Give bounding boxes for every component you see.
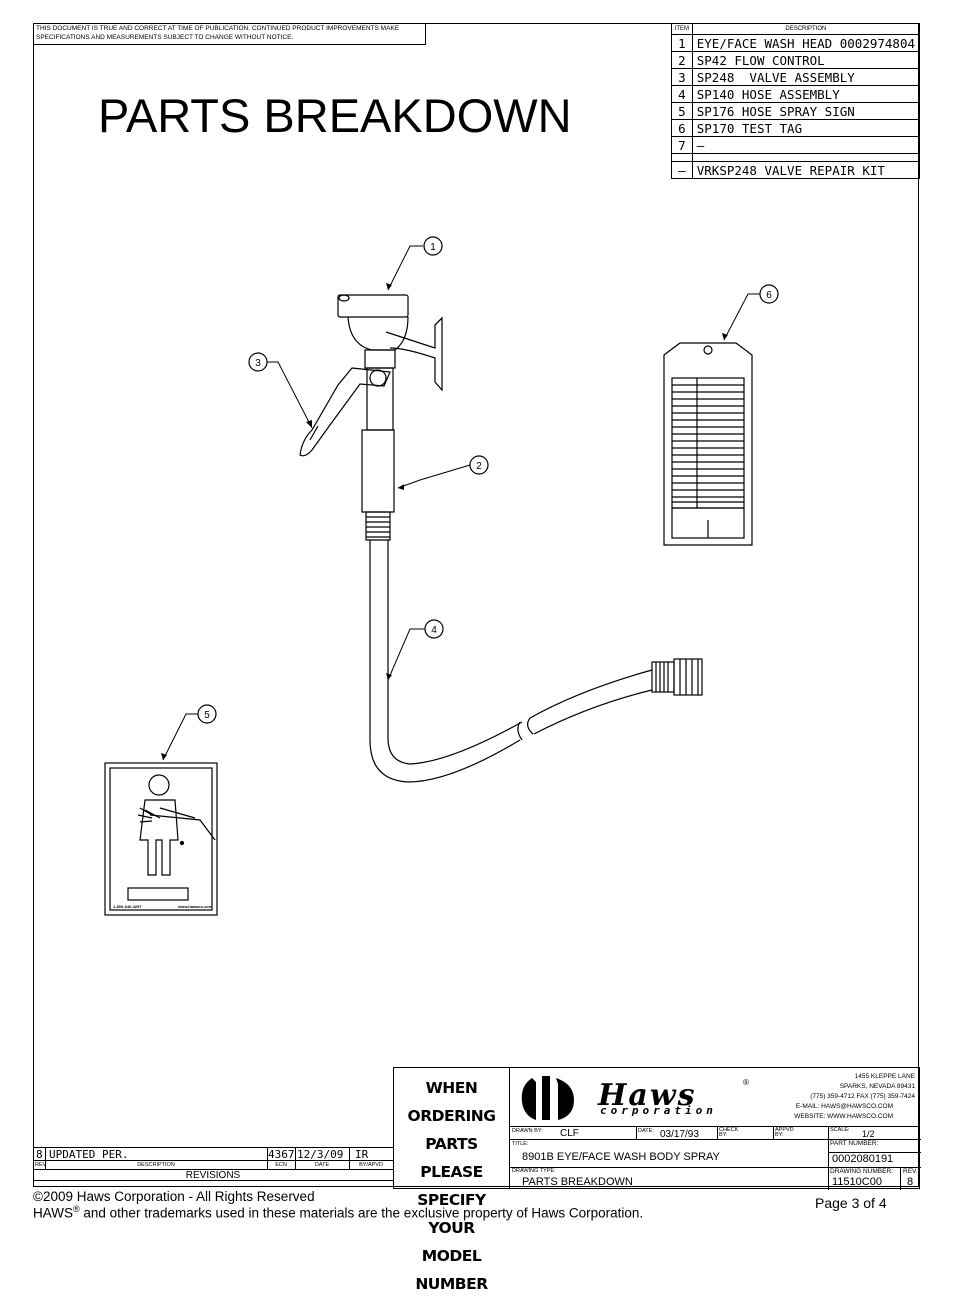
- trademark-notice: HAWS® and other trademarks used in these…: [33, 1204, 643, 1221]
- drawing-number: 11510C00: [832, 1176, 882, 1188]
- title-label: TITLE:: [512, 1141, 529, 1147]
- part-number: 0002080191: [832, 1153, 894, 1165]
- page-title: PARTS BREAKDOWN: [98, 89, 572, 142]
- order-note-line: WHEN ORDERING: [407, 1079, 496, 1125]
- sign-web: www.hawsco.com: [177, 904, 213, 909]
- drawing-frame: [33, 23, 919, 1187]
- order-note-line: PARTS PLEASE: [420, 1135, 483, 1181]
- valve-assembly: [299, 349, 396, 457]
- item-description: —: [691, 136, 921, 154]
- test-tag: [663, 342, 753, 546]
- copyright: ©2009 Haws Corporation - All Rights Rese…: [33, 1189, 315, 1204]
- arrowheads: [161, 283, 728, 760]
- rev-date: 12/3/09: [297, 1148, 344, 1161]
- scale-label: SCALE:: [830, 1127, 850, 1133]
- rev-header: REV: [35, 1162, 47, 1168]
- description-header: DESCRIPTION: [137, 1162, 175, 1168]
- leader-lines: [162, 245, 760, 761]
- callout-label: 2: [476, 461, 482, 472]
- order-note-line: SPECIFY YOUR: [417, 1191, 486, 1237]
- title-block: DRAWN BY: CLF DATE: 03/17/93 CHECK BY: A…: [509, 1126, 921, 1190]
- drawing-title: 8901B EYE/FACE WASH BODY SPRAY: [522, 1151, 720, 1163]
- check-label: CHECK BY:: [719, 1127, 739, 1138]
- company-block: Haws ® corporation 1455 KLEPPE LANE SPAR…: [509, 1067, 920, 1127]
- flow-control: [361, 429, 395, 541]
- ecn-header: ECN: [275, 1162, 287, 1168]
- callout-5: [197, 704, 217, 724]
- rev-ecn: 4367: [268, 1148, 295, 1161]
- drawing-type: PARTS BREAKDOWN: [522, 1176, 633, 1188]
- trademark-brand: HAWS: [33, 1205, 73, 1221]
- rev-description: UPDATED PER.: [49, 1148, 129, 1161]
- revisions-block: 8 UPDATED PER. 4367 12/3/09 IR REV DESCR…: [33, 1147, 393, 1187]
- drawn-by-label: DRAWN BY:: [512, 1128, 543, 1134]
- drawing-type-label: DRAWING TYPE:: [512, 1168, 556, 1174]
- company-email: E-MAIL: HAWS@HAWSCO.COM: [795, 1103, 893, 1110]
- callout-label: 6: [766, 290, 772, 301]
- revisions-caption: REVISIONS: [185, 1170, 241, 1181]
- company-website: WEBSITE: WWW.HAWSCO.COM: [794, 1113, 893, 1120]
- scale-value: 1/2: [862, 1129, 875, 1139]
- rev-number: 8: [36, 1148, 43, 1161]
- parts-drawing: 1 2 3 4 5 6 1-800-640-4297 www.hawsco.co…: [104, 236, 779, 916]
- rev-value: 8: [907, 1176, 914, 1188]
- disclaimer-notice: THIS DOCUMENT IS TRUE AND CORRECT AT TIM…: [33, 23, 426, 45]
- address-line: 1455 KLEPPE LANE: [854, 1073, 915, 1080]
- date-header: DATE: [314, 1162, 330, 1168]
- company-phone: (775) 359-4712 FAX (775) 359-7424: [810, 1093, 915, 1100]
- rev-by: IR: [355, 1148, 369, 1161]
- registered-mark: ®: [73, 1204, 80, 1214]
- parts-row: 7—: [671, 136, 921, 154]
- part-number-label: PART NUMBER:: [830, 1140, 879, 1147]
- haws-logo-mark: [521, 1076, 574, 1120]
- order-note-line: MODEL NUMBER: [415, 1247, 488, 1293]
- date-value: 03/17/93: [660, 1129, 699, 1140]
- callout-1: [423, 236, 443, 256]
- logo-subtitle: corporation: [600, 1104, 717, 1117]
- trademark-text: and other trademarks used in these mater…: [79, 1205, 644, 1221]
- order-note: WHEN ORDERING PARTS PLEASE SPECIFY YOUR …: [393, 1067, 510, 1293]
- date-label: DATE:: [638, 1128, 654, 1134]
- company-address: 1455 KLEPPE LANE SPARKS, NEVADA 89431 (7…: [755, 1072, 915, 1122]
- logo-word: Haws: [598, 1078, 697, 1113]
- sign-phone: 1-800-640-4297: [113, 904, 142, 909]
- page-number: Page 3 of 4: [815, 1195, 887, 1211]
- callout-label: 1: [430, 242, 436, 253]
- by-header: BY/APVD: [359, 1162, 383, 1168]
- hose-spray-sign: [104, 762, 218, 916]
- address-line: SPARKS, NEVADA 89431: [839, 1083, 915, 1090]
- callout-3: [248, 352, 268, 372]
- drawing-number-label: DRAWING NUMBER:: [830, 1168, 893, 1175]
- item-description: VRKSP248 VALVE REPAIR KIT: [691, 161, 921, 179]
- callout-6: [759, 284, 779, 304]
- hose-assembly: [369, 540, 703, 783]
- callout-2: [469, 455, 489, 475]
- callout-4: [424, 619, 444, 639]
- item-description: SP176 HOSE SPRAY SIGN: [691, 102, 921, 120]
- item-description: SP140 HOSE ASSEMBLY: [691, 85, 921, 103]
- approved-label: APPVD BY:: [775, 1127, 794, 1138]
- spacer-row: [671, 153, 921, 162]
- callout-label: 4: [431, 625, 437, 636]
- parts-row: —VRKSP248 VALVE REPAIR KIT: [671, 161, 921, 179]
- rev-label: REV.: [903, 1168, 918, 1175]
- callout-label: 3: [255, 358, 261, 369]
- callout-label: 5: [204, 710, 210, 721]
- drawn-by-value: CLF: [560, 1128, 579, 1139]
- eye-face-wash-head: [337, 294, 443, 392]
